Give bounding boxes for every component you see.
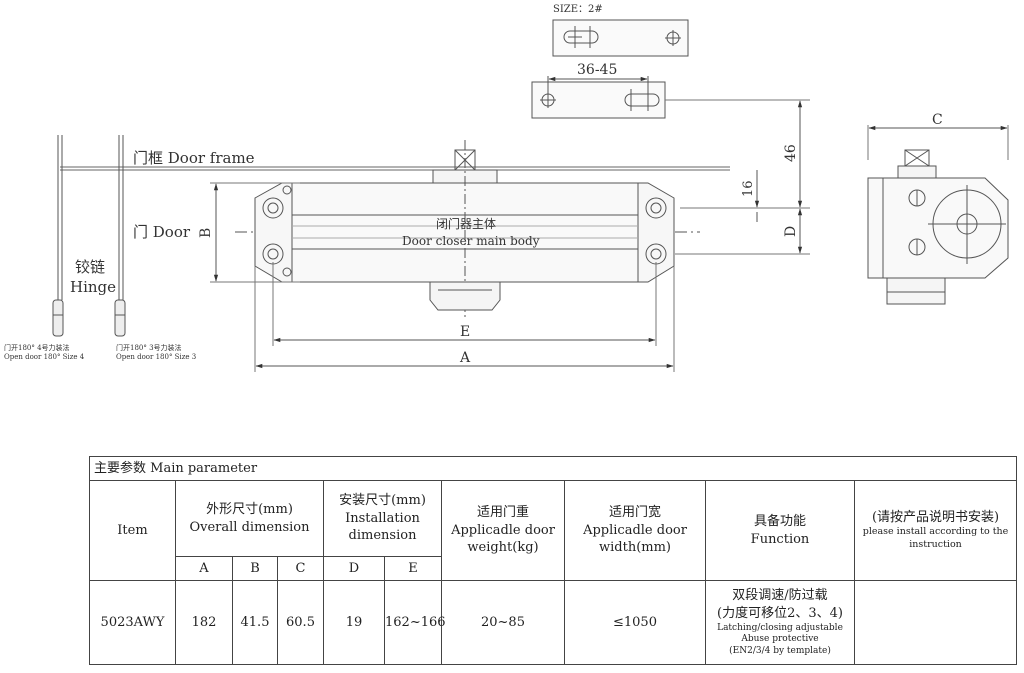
hinge-en-label: Hinge — [70, 278, 116, 296]
dim-a-label: A — [459, 350, 471, 366]
door-closer-side-view — [867, 125, 1009, 305]
dim-36-45-label: 36-45 — [577, 62, 617, 78]
subheader-d: D — [323, 556, 385, 581]
subheader-e: E — [384, 556, 442, 581]
header-overall-en: Overall dimension — [189, 519, 310, 535]
function-cn-line2: (力度可移位2、3、4) — [717, 605, 843, 621]
header-door-width: 适用门宽 Applicadle door width(mm) — [564, 480, 706, 581]
note-left-en: Open door 180° Size 4 — [4, 353, 85, 361]
body-en-label: Door closer main body — [402, 234, 540, 248]
cell-note — [853, 580, 1018, 665]
hinge-cn-label: 铰链 — [75, 258, 105, 276]
door-label: 门 Door — [133, 223, 191, 241]
function-en-line3: (EN2/3/4 by template) — [729, 645, 831, 656]
cell-item: 5023AWY — [89, 580, 176, 665]
header-function: 具备功能 Function — [705, 480, 855, 581]
header-weight-en: Applicadle door weight(kg) — [451, 522, 555, 556]
dim-c-label: C — [932, 112, 943, 128]
cell-weight: 20~85 — [441, 580, 565, 665]
header-install-note: (请按产品说明书安装) please install according to … — [853, 480, 1018, 581]
mounting-plate-top — [552, 19, 689, 57]
note-right-en: Open door 180° Size 3 — [116, 353, 196, 361]
mounting-plate-bottom — [531, 81, 666, 119]
header-weight-cn: 适用门重 — [476, 505, 529, 521]
function-en-line1: Latching/closing adjustable — [717, 622, 843, 633]
header-note-cn: (请按产品说明书安装) — [871, 509, 1000, 525]
cell-b: 41.5 — [232, 580, 278, 665]
dim-16-label: 16 — [741, 180, 756, 197]
header-note-en: please install according to the instruct… — [862, 526, 1009, 551]
subheader-a: A — [175, 556, 233, 581]
note-left-cn: 门开180° 4号力装法 — [4, 343, 70, 352]
dim-b-label: B — [198, 228, 214, 238]
header-function-en: Function — [750, 531, 810, 547]
header-install-en: Installation dimension — [345, 510, 420, 544]
body-cn-label: 闭门器主体 — [436, 216, 496, 231]
note-right-cn: 门开180° 3号力装法 — [116, 343, 182, 352]
header-width-cn: 适用门宽 — [608, 505, 661, 521]
hinge-right — [114, 135, 126, 337]
dim-e-label: E — [460, 324, 470, 340]
header-overall-dimension: 外形尺寸(mm) Overall dimension — [175, 480, 324, 557]
header-width-en: Applicadle door width(mm) — [583, 522, 687, 556]
door-frame-label: 门框 Door frame — [133, 149, 255, 167]
cell-width: ≤1050 — [564, 580, 706, 665]
function-cn-line1: 双段调速/防过载 — [732, 588, 828, 604]
hinge-left — [52, 135, 64, 337]
technical-drawing: SIZE：2# 36-45 门框 Door frame 门 Door 铰链 Hi… — [4, 4, 1009, 372]
size-label: SIZE：2# — [553, 4, 603, 15]
function-en-line2: Abuse protective — [741, 634, 819, 645]
cell-e: 162~166 — [384, 580, 446, 665]
dim-46-label: 46 — [783, 144, 799, 162]
cell-function: 双段调速/防过载 (力度可移位2、3、4) Latching/closing a… — [705, 580, 855, 665]
subheader-c: C — [277, 556, 324, 581]
dim-d-label: D — [783, 226, 799, 237]
header-function-cn: 具备功能 — [753, 513, 806, 529]
cell-c: 60.5 — [277, 580, 324, 665]
door-closer-body — [254, 140, 675, 320]
subheader-b: B — [232, 556, 278, 581]
header-door-weight: 适用门重 Applicadle door weight(kg) — [441, 480, 565, 581]
cell-d: 19 — [323, 580, 385, 665]
header-install-cn: 安装尺寸(mm) — [339, 493, 426, 509]
table-caption: 主要参数 Main parameter — [88, 456, 1018, 481]
main-parameter-table: 主要参数 Main parameter Item 外形尺寸(mm) Overal… — [88, 456, 1018, 665]
header-overall-cn: 外形尺寸(mm) — [206, 501, 293, 517]
cell-a: 182 — [175, 580, 233, 665]
header-item: Item — [89, 480, 176, 581]
header-installation-dimension: 安装尺寸(mm) Installation dimension — [323, 480, 442, 557]
table-row: 5023AWY 182 41.5 60.5 19 162~166 20~85 ≤… — [89, 580, 1018, 665]
